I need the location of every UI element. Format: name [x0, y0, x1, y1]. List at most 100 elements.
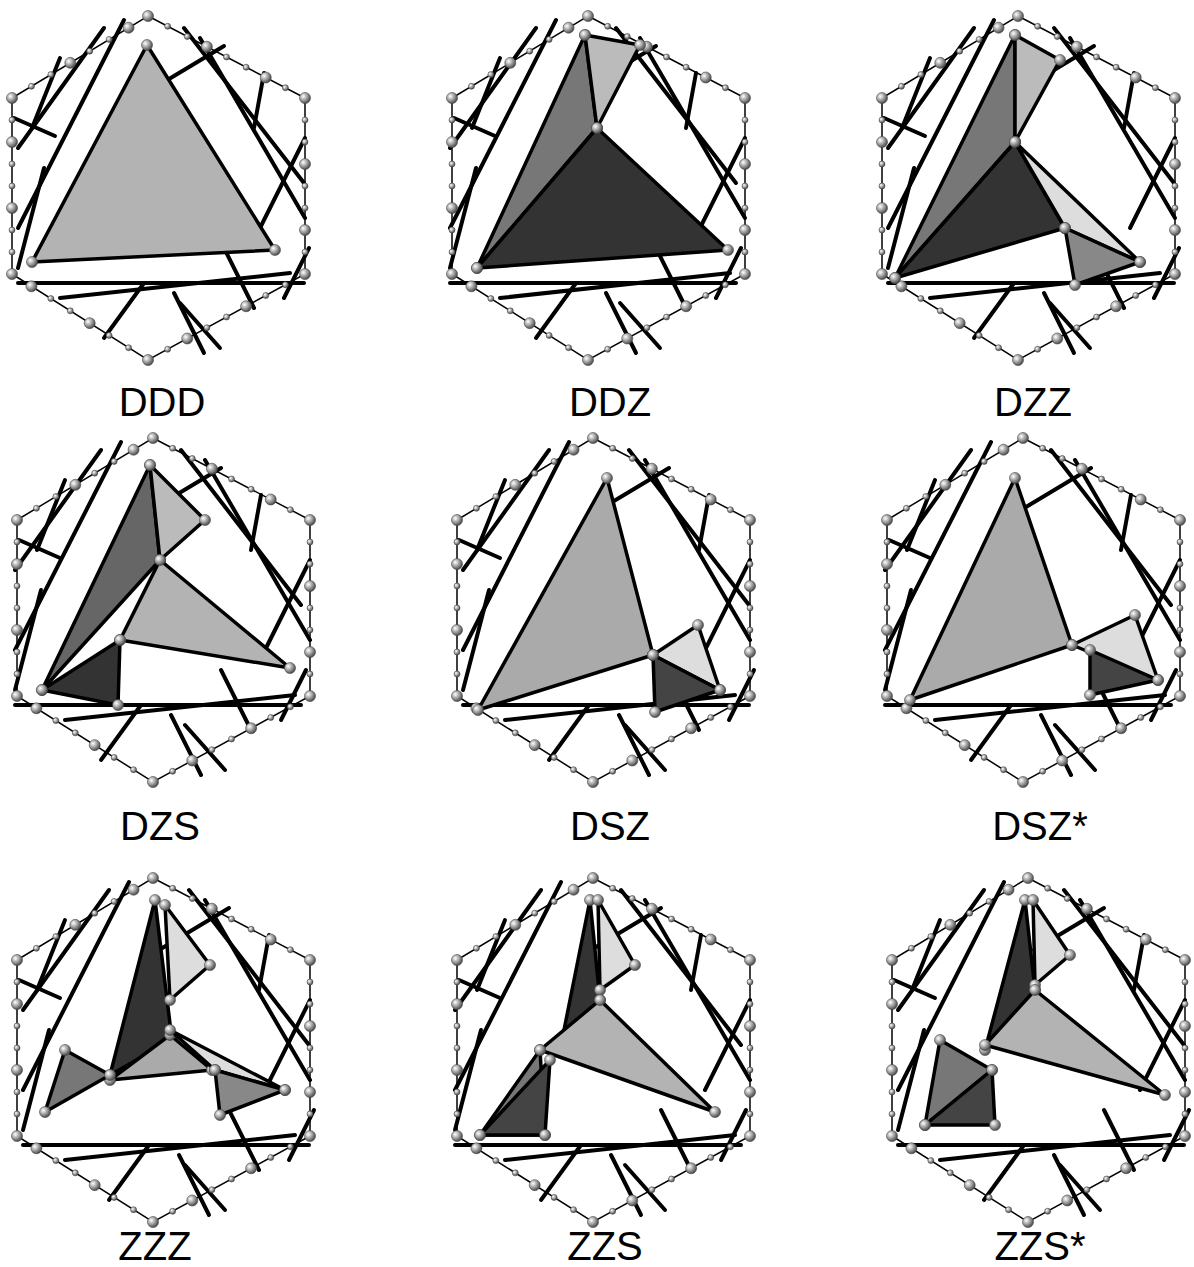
edge-dot: [889, 1111, 895, 1117]
vertex-ball: [529, 1180, 540, 1191]
edge-dot: [106, 36, 112, 42]
vertex-ball: [305, 955, 316, 966]
vertex-ball: [945, 919, 956, 930]
grey-triangle: [598, 900, 635, 990]
vertex-ball: [882, 691, 893, 702]
vertex-ball: [935, 1035, 946, 1046]
vertex-ball: [1065, 950, 1076, 961]
tile-line: [888, 281, 1174, 285]
tile-line: [265, 560, 310, 650]
vertex-ball: [595, 985, 606, 996]
edge-dot: [170, 1208, 176, 1214]
edge-dot: [14, 649, 20, 655]
vertex-ball: [980, 1040, 991, 1051]
hexagon-outline: [17, 438, 310, 782]
vertex-ball: [1180, 955, 1191, 966]
hexagon-outline: [457, 878, 750, 1222]
vertex-ball: [105, 1070, 116, 1081]
vertex-ball: [160, 900, 171, 911]
tile-line: [549, 705, 589, 760]
edge-dot: [307, 671, 313, 677]
vertex-ball: [1013, 11, 1024, 22]
vertex-ball: [583, 355, 594, 366]
vertex-ball: [7, 137, 18, 148]
edge-dot: [610, 445, 616, 451]
edge-dot: [1182, 1045, 1188, 1051]
edge-dot: [976, 332, 982, 338]
tile-line: [645, 900, 750, 1080]
edge-dot: [111, 1194, 117, 1200]
vertex-ball: [1175, 581, 1186, 592]
edge-dot: [507, 308, 513, 314]
tile-line: [229, 1110, 259, 1170]
vertex-ball: [285, 663, 296, 674]
vertex-ball: [165, 995, 176, 1006]
vertex-ball: [1130, 610, 1141, 621]
edge-dot: [189, 456, 195, 462]
edge-dot: [727, 704, 733, 710]
vertex-ball: [535, 1045, 546, 1056]
tile-line: [180, 303, 220, 348]
tile-line: [459, 540, 500, 558]
vertex-ball: [905, 695, 916, 706]
grey-triangle: [480, 1060, 550, 1135]
edge-dot: [747, 605, 753, 611]
edge-dot: [72, 1170, 78, 1176]
hexagon-panel: [452, 433, 756, 788]
vertex-ball: [715, 685, 726, 696]
tile-line: [1075, 460, 1180, 640]
vertex-ball: [1175, 515, 1186, 526]
vertex-ball: [1140, 934, 1151, 945]
edge-dot: [488, 296, 494, 302]
edge-dot: [1152, 85, 1158, 91]
edge-dot: [454, 649, 460, 655]
edge-dot: [747, 1067, 753, 1073]
edge-dot: [879, 227, 885, 233]
vertex-ball: [155, 555, 166, 566]
vertex-ball: [920, 1120, 931, 1131]
edge-dot: [165, 23, 171, 29]
vertex-ball: [206, 463, 217, 474]
edge-dot: [889, 1023, 895, 1029]
edge-dot: [1099, 736, 1105, 742]
vertex-ball: [588, 433, 599, 444]
tile-line: [885, 590, 911, 690]
vertex-ball: [693, 620, 704, 631]
edge-dot: [923, 718, 929, 724]
vertex-ball: [877, 137, 888, 148]
vertex-ball: [472, 263, 483, 274]
vertex-ball: [568, 884, 579, 895]
vertex-ball: [715, 685, 726, 696]
edge-dot: [747, 979, 753, 985]
edge-dot: [282, 282, 288, 288]
edge-dot: [14, 979, 20, 985]
edge-dot: [1104, 916, 1110, 922]
vertex-ball: [648, 650, 659, 661]
edge-dot: [189, 896, 195, 902]
edge-dot: [454, 1089, 460, 1095]
edge-dot: [1074, 325, 1080, 331]
tile-line: [1060, 1165, 1100, 1210]
edge-dot: [454, 671, 460, 677]
vertex-ball: [280, 1085, 291, 1096]
vertex-ball: [60, 1045, 71, 1056]
vertex-ball: [246, 1163, 257, 1174]
vertex-ball: [592, 123, 603, 134]
edge-dot: [9, 227, 15, 233]
vertex-ball: [1170, 159, 1181, 170]
edge-dot: [473, 505, 479, 511]
vertex-ball: [877, 269, 888, 280]
vertex-ball: [12, 1131, 23, 1142]
vertex-ball: [1071, 41, 1082, 52]
vertex-ball: [113, 700, 124, 711]
tile-line: [1055, 725, 1095, 770]
vertex-ball: [920, 1120, 931, 1131]
edge-dot: [512, 1170, 518, 1176]
edge-dot: [1172, 249, 1178, 255]
vertex-ball: [1085, 690, 1096, 701]
vertex-ball: [877, 203, 888, 214]
edge-dot: [644, 325, 650, 331]
hexagon-panel: [12, 873, 316, 1228]
vertex-ball: [630, 960, 641, 971]
